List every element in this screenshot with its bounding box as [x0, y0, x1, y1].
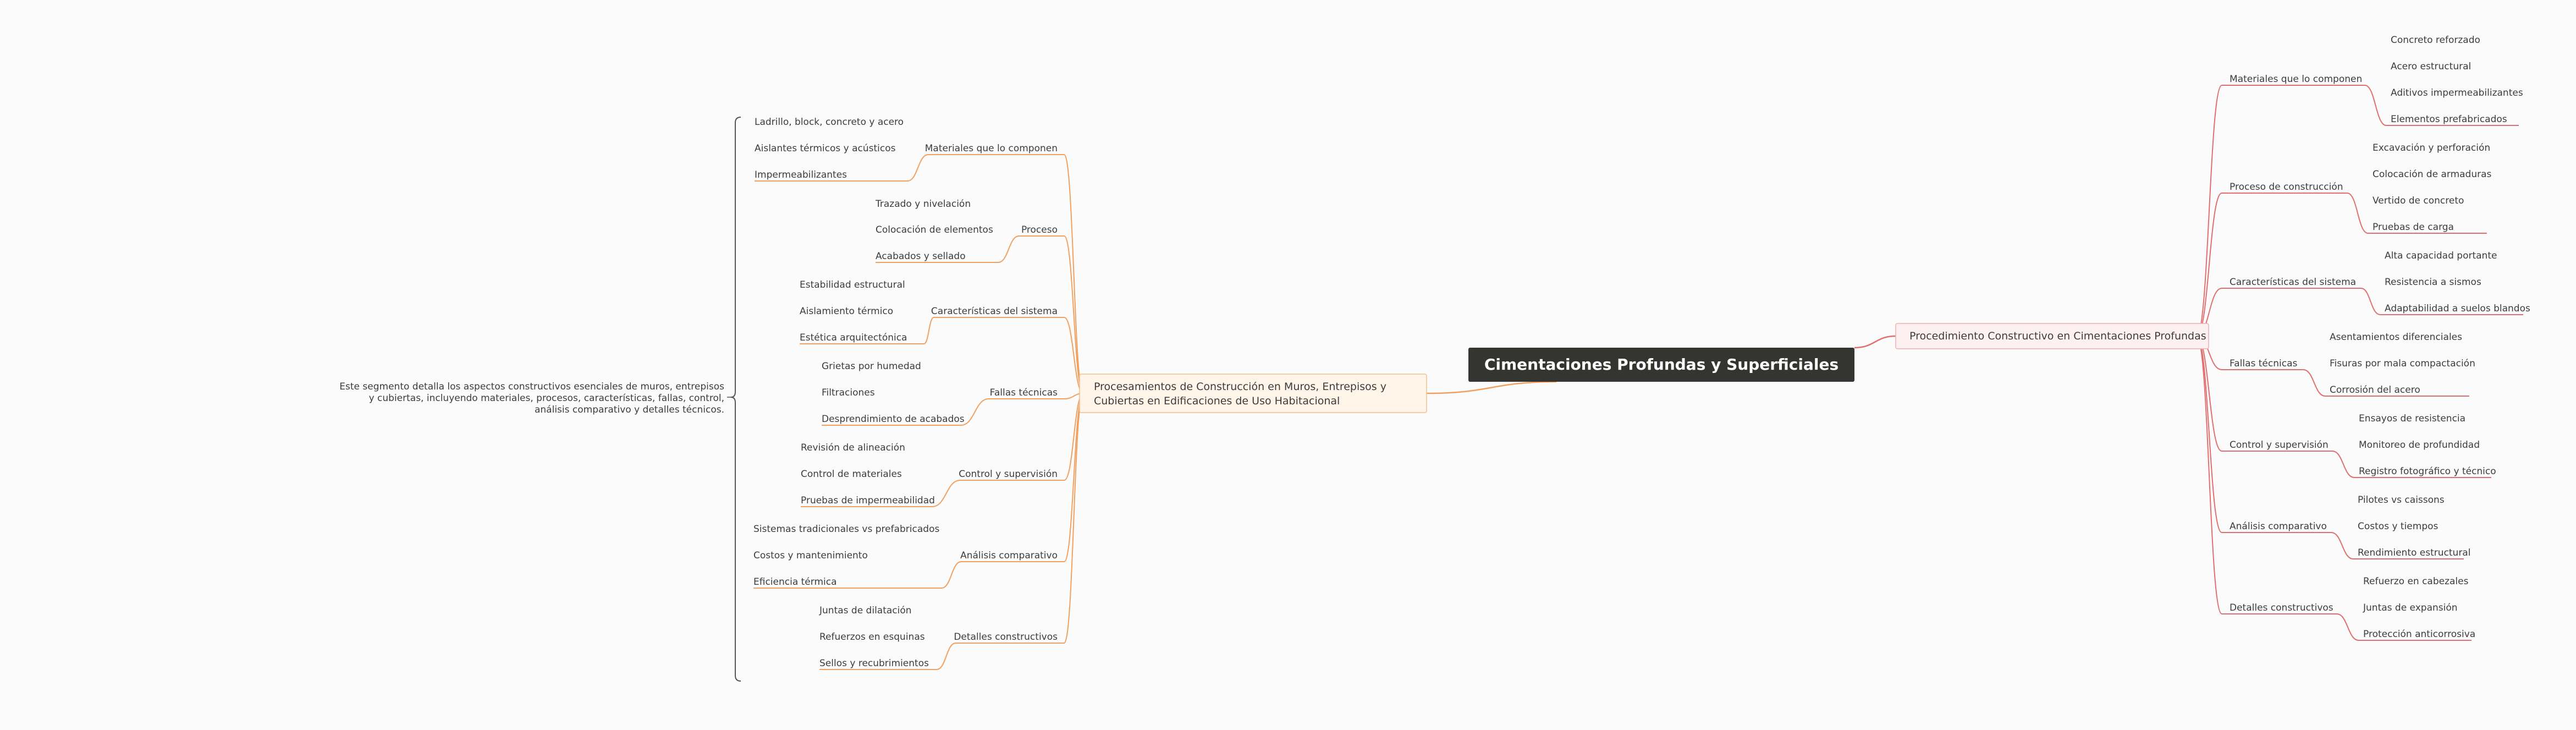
right-item-edge-2 — [2347, 193, 2369, 234]
left-group-label-5[interactable]: Control y supervisión — [959, 469, 1058, 480]
left-item-5-1[interactable]: Revisión de alineación — [801, 442, 905, 453]
right-item-edge-7 — [2336, 613, 2359, 641]
left-group-edge-7 — [1064, 393, 1084, 644]
left-item-edge-5 — [932, 480, 961, 507]
left-group-label-1[interactable]: Materiales que lo componen — [925, 143, 1058, 154]
right-item-2-3[interactable]: Vertido de concreto — [2373, 195, 2464, 206]
left-group-label-7[interactable]: Detalles constructivos — [954, 632, 1058, 643]
right-item-4-2[interactable]: Fisuras por mala compactación — [2330, 358, 2475, 369]
right-item-2-2[interactable]: Colocación de armaduras — [2373, 169, 2492, 180]
right-group-edge-6 — [2196, 336, 2222, 533]
left-branch-box — [1079, 374, 1427, 413]
left-item-edge-6 — [941, 561, 962, 589]
left-item-2-2[interactable]: Colocación de elementos — [876, 224, 993, 235]
summary-note: Este segmento detalla los aspectos const… — [339, 381, 724, 415]
left-item-edge-3 — [923, 317, 934, 344]
right-item-1-1[interactable]: Concreto reforzado — [2391, 35, 2480, 46]
left-item-3-2[interactable]: Aislamiento térmico — [800, 306, 893, 317]
left-item-edge-1 — [907, 154, 929, 182]
right-item-edge-3 — [2360, 288, 2381, 315]
summary-note-line-3: análisis comparativo y detalles técnicos… — [535, 404, 724, 415]
right-item-5-2[interactable]: Monitoreo de profundidad — [2359, 440, 2480, 451]
right-item-4-3[interactable]: Corrosión del acero — [2330, 385, 2420, 396]
left-item-7-3[interactable]: Sellos y recubrimientos — [819, 658, 929, 669]
right-item-edge-1 — [2364, 85, 2387, 126]
left-item-4-2[interactable]: Filtraciones — [822, 387, 875, 398]
left-item-5-2[interactable]: Control de materiales — [801, 469, 902, 480]
right-group-label-3[interactable]: Características del sistema — [2230, 277, 2356, 288]
left-group-label-4[interactable]: Fallas técnicas — [990, 387, 1058, 398]
summary-bracket-line — [730, 117, 741, 682]
root-node-box — [1468, 348, 1854, 382]
left-item-edge-4 — [960, 398, 989, 426]
right-group-label-6[interactable]: Análisis comparativo — [2230, 521, 2327, 532]
left-item-7-2[interactable]: Refuerzos en esquinas — [819, 632, 925, 643]
right-item-edge-5 — [2332, 451, 2355, 478]
left-item-7-1[interactable]: Juntas de dilatación — [819, 605, 912, 616]
left-item-3-3[interactable]: Estética arquitectónica — [800, 332, 907, 343]
right-item-3-2[interactable]: Resistencia a sismos — [2385, 277, 2481, 288]
right-item-6-1[interactable]: Pilotes vs caissons — [2358, 495, 2445, 506]
right-group-edge-7 — [2196, 336, 2222, 614]
right-item-2-4[interactable]: Pruebas de carga — [2373, 222, 2454, 233]
right-group-label-4[interactable]: Fallas técnicas — [2230, 358, 2297, 369]
right-group-label-5[interactable]: Control y supervisión — [2230, 440, 2329, 451]
left-item-edge-7 — [936, 643, 956, 670]
right-item-1-2[interactable]: Acero estructural — [2391, 61, 2471, 72]
right-item-1-4[interactable]: Elementos prefabricados — [2391, 114, 2507, 125]
root-node[interactable]: Cimentaciones Profundas y Superficiales — [1468, 348, 1854, 382]
right-branch-title: Procedimiento Constructivo en Cimentacio… — [1909, 330, 2206, 342]
right-item-7-2[interactable]: Juntas de expansión — [2363, 602, 2458, 613]
left-group-edge-2 — [1064, 235, 1084, 394]
root-node-label: Cimentaciones Profundas y Superficiales — [1484, 355, 1839, 374]
left-item-6-2[interactable]: Costos y mantenimiento — [753, 550, 868, 561]
left-branch-title-line-1: Procesamientos de Construcción en Muros,… — [1094, 381, 1386, 393]
left-item-1-3[interactable]: Impermeabilizantes — [755, 169, 847, 180]
right-item-4-1[interactable]: Asentamientos diferenciales — [2330, 332, 2462, 343]
left-group-label-2[interactable]: Proceso — [1021, 224, 1058, 235]
left-group-label-3[interactable]: Características del sistema — [931, 306, 1058, 317]
summary-note-line-1: Este segmento detalla los aspectos const… — [339, 381, 724, 392]
right-branch-node[interactable]: Procedimiento Constructivo en Cimentacio… — [1895, 323, 2209, 349]
right-item-6-3[interactable]: Rendimiento estructural — [2358, 547, 2470, 558]
root-to-right-edge — [1854, 335, 1896, 349]
left-item-3-1[interactable]: Estabilidad estructural — [800, 279, 905, 290]
right-subtopics: Materiales que lo componen Concreto refor… — [2230, 35, 2530, 640]
left-item-1-1[interactable]: Ladrillo, block, concreto y acero — [755, 117, 904, 128]
left-item-4-1[interactable]: Grietas por humedad — [822, 361, 921, 372]
left-item-6-3[interactable]: Eficiencia térmica — [753, 577, 837, 588]
right-group-label-1[interactable]: Materiales que lo componen — [2230, 74, 2362, 85]
right-item-5-3[interactable]: Registro fotográfico y técnico — [2359, 466, 2496, 477]
right-item-1-3[interactable]: Aditivos impermeabilizantes — [2391, 87, 2523, 98]
right-group-edge-1 — [2196, 85, 2222, 337]
summary-bracket — [727, 117, 741, 682]
right-branch-box — [1895, 323, 2209, 349]
left-item-4-3[interactable]: Desprendimiento de acabados — [822, 414, 965, 425]
right-item-7-1[interactable]: Refuerzo en cabezales — [2363, 576, 2469, 587]
left-item-2-1[interactable]: Trazado y nivelación — [875, 199, 971, 210]
connector-lines — [753, 85, 2523, 670]
left-item-edge-2 — [998, 235, 1020, 263]
left-group-label-6[interactable]: Análisis comparativo — [960, 550, 1058, 561]
right-item-edge-4 — [2303, 369, 2326, 397]
left-item-6-1[interactable]: Sistemas tradicionales vs prefabricados — [753, 524, 939, 535]
right-group-label-2[interactable]: Proceso de construcción — [2230, 182, 2343, 193]
right-item-3-1[interactable]: Alta capacidad portante — [2385, 250, 2497, 261]
root-to-left-edge — [1426, 381, 1557, 394]
right-item-7-3[interactable]: Protección anticorrosiva — [2363, 629, 2475, 640]
left-item-1-2[interactable]: Aislantes térmicos y acústicos — [755, 143, 896, 154]
left-branch-title-line-2: Cubiertas en Edificaciones de Uso Habita… — [1094, 395, 1340, 407]
summary-note-line-2: y cubiertas, incluyendo materiales, proc… — [369, 393, 724, 404]
left-branch-node[interactable]: Procesamientos de Construcción en Muros,… — [1079, 374, 1427, 413]
left-item-5-3[interactable]: Pruebas de impermeabilidad — [801, 495, 935, 506]
left-item-2-3[interactable]: Acabados y sellado — [876, 251, 966, 262]
right-group-label-7[interactable]: Detalles constructivos — [2230, 602, 2333, 613]
right-item-5-1[interactable]: Ensayos de resistencia — [2359, 413, 2465, 424]
right-item-3-3[interactable]: Adaptabilidad a suelos blandos — [2385, 303, 2530, 314]
left-subtopics: Materiales que lo componen Ladrillo, bloc… — [753, 117, 1058, 669]
right-item-2-1[interactable]: Excavación y perforación — [2373, 142, 2490, 153]
right-item-6-2[interactable]: Costos y tiempos — [2358, 521, 2439, 532]
right-item-edge-6 — [2331, 532, 2354, 559]
